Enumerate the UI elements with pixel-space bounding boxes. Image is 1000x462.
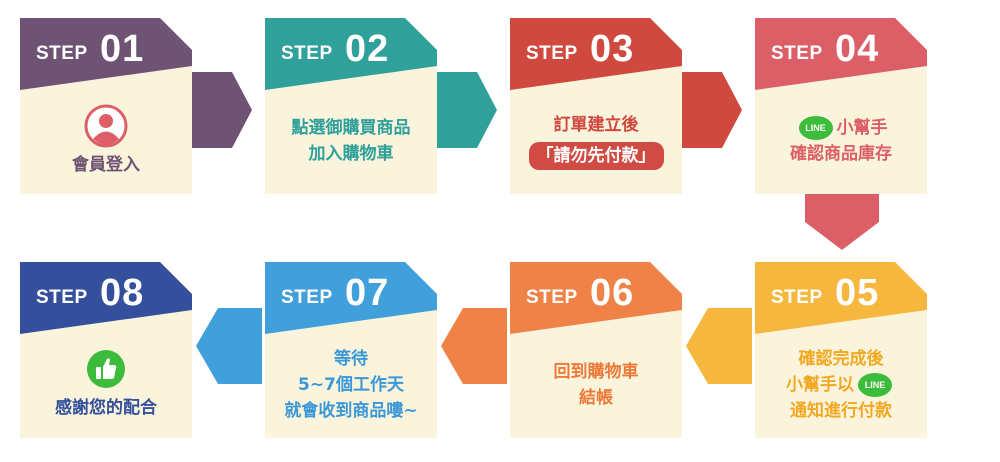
step-text-line: 確認商品庫存 [790,144,892,164]
step-text: 小幫手以 [786,375,854,395]
arrow-down-04-05 [805,194,879,250]
arrow-left-07-08 [196,308,262,384]
card-background [265,262,437,438]
arrow-left-05-06 [686,308,752,384]
step-text-line: 感謝您的配合 [55,398,157,418]
arrow-right-03-04 [682,72,742,148]
arrow-right-01-02 [192,72,252,148]
step-label: STEP [36,287,88,308]
step-card-02: STEP 02 點選御購買商品 加入購物車 [265,18,437,194]
step-number: 02 [345,28,390,70]
step-label: STEP [36,43,88,64]
step-text-line: 會員登入 [72,155,140,175]
step-body: 訂單建立後 「請勿先付款」 [510,88,682,194]
step-number: 07 [345,272,390,314]
step-text-line: 加入購物車 [308,144,394,164]
highlight-text: 「請勿先付款」 [528,142,664,170]
line-app-icon: LINE [858,373,892,397]
step-card-07: STEP 07 等待 5~7個工作天 就會收到商品嘍~ [265,262,437,438]
step-body: 回到購物車 結帳 [510,332,682,438]
step-label: STEP [281,287,333,308]
step-card-03: STEP 03 訂單建立後 「請勿先付款」 [510,18,682,194]
step-text-line: 等待 [334,349,368,369]
step-card-01: STEP 01 會員登入 [20,18,192,194]
step-card-08: STEP 08 感謝您的配合 [20,262,192,438]
step-text: 小幫手 [836,118,888,138]
step-number: 05 [835,272,880,314]
step-number: 03 [590,28,635,70]
line-app-icon: LINE [798,116,833,140]
card-background [265,18,437,194]
step-number: 08 [100,272,145,314]
step-label: STEP [771,43,823,64]
step-body: 感謝您的配合 [20,332,192,438]
step-text-line: 確認完成後 [798,349,884,369]
step-card-06: STEP 06 回到購物車 結帳 [510,262,682,438]
step-number: 04 [835,28,880,70]
step-number: 06 [590,272,635,314]
card-background [510,262,682,438]
arrow-left-06-07 [441,308,507,384]
step-label: STEP [526,287,578,308]
step-text-line: 訂單建立後 [553,115,639,135]
step-text-line: 結帳 [579,388,613,408]
step-body: 點選御購買商品 加入購物車 [265,88,437,194]
step-label: STEP [771,287,823,308]
step-body: 會員登入 [20,88,192,194]
arrow-right-02-03 [437,72,497,148]
card-background [755,18,927,194]
step-body: 等待 5~7個工作天 就會收到商品嘍~ [265,332,437,438]
step-label: STEP [281,43,333,64]
step-text-line: 點選御購買商品 [291,118,411,138]
step-text-line: 就會收到商品嘍~ [284,401,418,421]
step-number: 01 [100,28,145,70]
step-text-line: 5~7個工作天 [298,375,404,395]
user-avatar-icon [84,104,128,148]
step-label: STEP [526,43,578,64]
thumbs-up-icon [87,350,125,388]
step-text-line: 通知進行付款 [790,401,892,421]
step-text-line: 回到購物車 [553,362,639,382]
